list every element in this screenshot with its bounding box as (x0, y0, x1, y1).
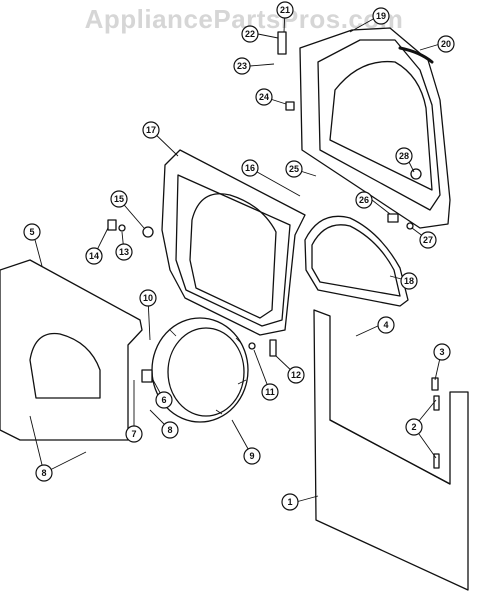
callout-8b: 8 (35, 464, 53, 482)
svg-text:11: 11 (265, 387, 275, 397)
svg-text:10: 10 (143, 293, 153, 303)
callout-9: 9 (243, 447, 261, 465)
callout-23: 23 (233, 57, 251, 75)
callout-19: 19 (372, 7, 390, 25)
part-seal-strip (398, 46, 434, 64)
callout-13: 13 (115, 243, 133, 261)
part-screw-13 (118, 224, 126, 232)
part-switch-15 (142, 226, 154, 238)
callout-27: 27 (419, 231, 437, 249)
svg-text:16: 16 (245, 163, 255, 173)
part-front-bulkhead (161, 149, 306, 336)
callout-2: 2 (405, 418, 423, 436)
callout-14: 14 (85, 247, 103, 265)
callout-18: 18 (400, 272, 418, 290)
svg-text:19: 19 (376, 11, 386, 21)
callout-12: 12 (287, 366, 305, 384)
callout-17: 17 (142, 121, 160, 139)
svg-text:3: 3 (439, 347, 444, 357)
svg-text:14: 14 (89, 251, 99, 261)
callout-7: 7 (125, 425, 143, 443)
callout-20: 20 (437, 35, 455, 53)
part-clip-26 (387, 213, 399, 223)
svg-text:25: 25 (289, 164, 299, 174)
svg-text:6: 6 (161, 395, 166, 405)
svg-text:21: 21 (280, 5, 290, 15)
part-light-28 (410, 168, 422, 180)
callouts: 1 2 3 4 5 6 7 8 8 9 10 11 12 13 14 15 16… (23, 1, 455, 511)
svg-text:8: 8 (167, 425, 172, 435)
part-door-panel (0, 259, 143, 441)
svg-text:26: 26 (359, 195, 369, 205)
svg-text:24: 24 (259, 92, 269, 102)
svg-text:22: 22 (245, 29, 255, 39)
part-front-panel (313, 309, 469, 591)
part-door-gasket (304, 215, 409, 307)
part-clip-21 (277, 31, 287, 55)
callout-10: 10 (139, 289, 157, 307)
callout-11: 11 (261, 383, 279, 401)
part-clip-24 (285, 101, 295, 111)
callout-15: 15 (110, 190, 128, 208)
callout-25: 25 (285, 160, 303, 178)
svg-text:7: 7 (131, 429, 136, 439)
callout-4: 4 (377, 316, 395, 334)
callout-26: 26 (355, 191, 373, 209)
callout-28: 28 (395, 147, 413, 165)
part-screw-11 (248, 342, 256, 350)
callout-21: 21 (276, 1, 294, 19)
part-bracket-6 (141, 369, 153, 383)
svg-text:18: 18 (404, 276, 414, 286)
callout-3: 3 (433, 343, 451, 361)
part-bracket-14 (107, 219, 117, 231)
callout-8a: 8 (161, 421, 179, 439)
callout-24: 24 (255, 88, 273, 106)
svg-text:1: 1 (287, 497, 292, 507)
svg-text:17: 17 (146, 125, 156, 135)
svg-text:20: 20 (441, 39, 451, 49)
part-screw-27 (406, 222, 414, 230)
svg-text:12: 12 (291, 370, 301, 380)
part-hinge-2a (433, 395, 440, 411)
svg-text:27: 27 (423, 235, 433, 245)
callout-1: 1 (281, 493, 299, 511)
svg-text:23: 23 (237, 61, 247, 71)
svg-text:9: 9 (249, 451, 254, 461)
svg-text:8: 8 (41, 468, 46, 478)
part-hinge-2b (433, 453, 440, 469)
callout-5: 5 (23, 223, 41, 241)
svg-text:15: 15 (114, 194, 124, 204)
svg-text:5: 5 (29, 227, 34, 237)
callout-6: 6 (155, 391, 173, 409)
callout-16: 16 (241, 159, 259, 177)
svg-text:4: 4 (383, 320, 388, 330)
svg-text:2: 2 (411, 422, 416, 432)
part-bracket-12 (269, 339, 277, 357)
callout-22: 22 (241, 25, 259, 43)
svg-text:28: 28 (399, 151, 409, 161)
svg-text:13: 13 (119, 247, 129, 257)
